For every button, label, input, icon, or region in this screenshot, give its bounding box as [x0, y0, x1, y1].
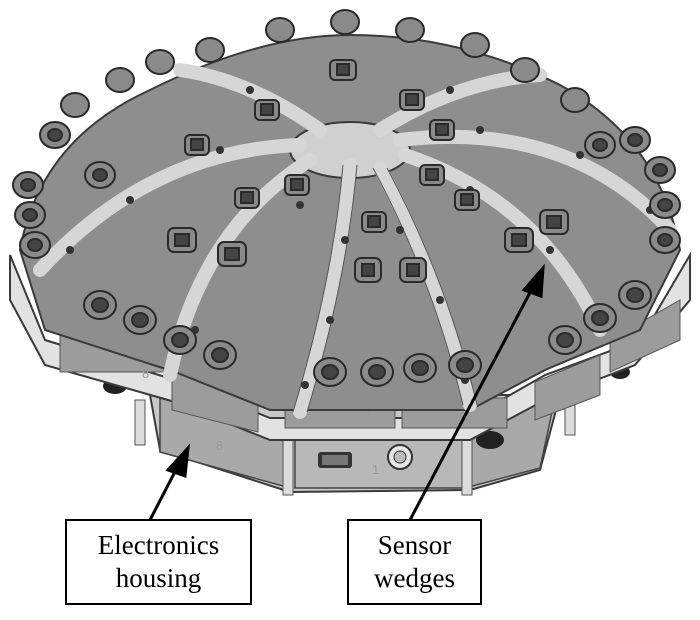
sensor-back-ring [60, 9, 590, 118]
panel-number-left-upper: 8 [142, 366, 149, 381]
sensor-front-row [83, 280, 652, 387]
panel-number-front-upper: 1 [365, 406, 372, 421]
panel-number-front-lower: 1 [372, 462, 379, 477]
rim-panel-far-right [609, 299, 681, 373]
sensor-modules [12, 9, 681, 387]
sensor-label-line1: Sensor [377, 530, 452, 560]
panel-number-right-upper: 2 [580, 368, 587, 383]
callout-arrows [148, 263, 545, 521]
panel-number-left-lower: 8 [216, 438, 223, 453]
octagonal-rim: 8 1 2 [9, 251, 691, 441]
sensor-label-line2: wedges [374, 563, 455, 593]
arrow-sensor-head [521, 263, 545, 299]
sensor-wedges-label-box: Sensor wedges [347, 519, 482, 605]
sensor-left-column [12, 121, 116, 259]
electronics-housing-label-box: Electronics housing [65, 519, 252, 605]
electronics-label-line1: Electronics [97, 530, 220, 560]
sensor-right-column [584, 126, 681, 254]
electronics-label-line2: housing [115, 563, 202, 593]
rim-panel-right [534, 354, 601, 421]
arrow-sensor-line [408, 282, 537, 521]
sensor-inner [167, 59, 569, 283]
arrow-electronics-head [165, 443, 190, 479]
